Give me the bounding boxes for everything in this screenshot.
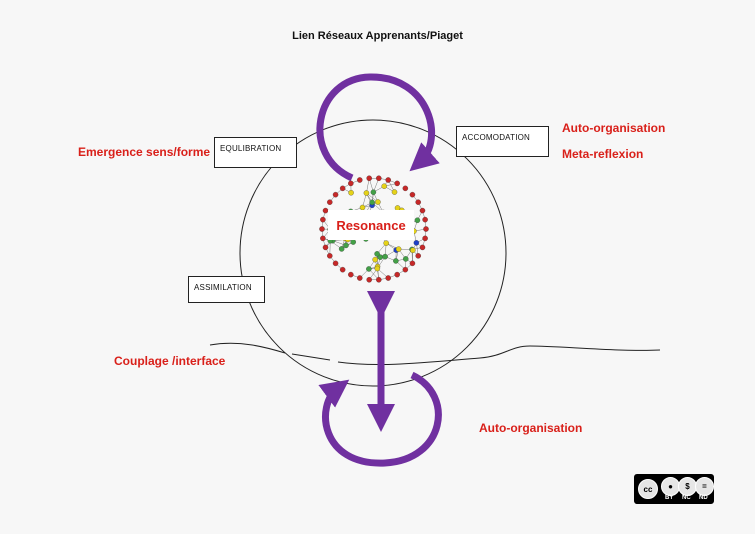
network-node [370,189,377,195]
bottom-feedback-loop [318,371,442,467]
meta-reflexion-label: Meta-reflexion [562,147,644,161]
network-node [357,177,363,183]
network-node [366,266,372,272]
network-node [383,240,389,246]
network-node [339,185,346,192]
network-node [348,271,354,278]
network-node [375,199,381,205]
network-node [414,217,421,224]
network-node [409,191,416,198]
network-node [372,256,378,263]
network-node [339,266,346,273]
network-node [348,189,354,196]
network-node [366,175,372,182]
network-node [363,190,370,196]
network-node [413,240,420,246]
cc-license-badge: cc ● $ = BY NC ND [634,474,714,504]
network-node [332,260,339,267]
network-node [419,207,426,214]
network-node [376,175,382,182]
auto-organisation-label-bottom: Auto-organisation [479,421,583,435]
network-node [319,226,325,232]
assimilation-box: ASSIMILATION [188,276,265,303]
network-node [322,244,329,251]
network-node [409,260,416,267]
network-node [350,239,356,245]
noncommercial-icon: $ [678,477,697,496]
top-feedback-loop [316,73,440,182]
network-node [357,275,363,281]
network-node [402,185,409,192]
network-node [419,244,426,251]
diagram-title: Lien Réseaux Apprenants/Piaget [292,30,463,42]
network-node [415,253,421,259]
network-node [348,180,354,187]
network-node [320,235,326,242]
network-node [320,216,326,223]
network-node [369,199,375,206]
network-node [374,265,381,272]
network-node [394,180,400,187]
emergence-label: Emergence sens/forme [78,145,211,159]
network-node [338,246,345,252]
coupling-line [209,342,286,354]
network-node [393,258,399,264]
network-node [402,256,409,262]
network-node [343,242,349,249]
network-node [423,226,429,232]
network-node [395,246,402,252]
network-node [332,191,339,198]
network-node [381,183,387,189]
network-node [410,247,416,253]
license-term-nc: NC [682,495,691,501]
network-node [382,253,388,260]
network-node [366,276,372,283]
accomodation-box: ACCOMODATION [456,126,549,157]
network-node [422,216,428,223]
network-node [402,266,409,273]
network-node [385,275,391,281]
network-node [391,189,398,195]
network-node [327,253,333,259]
network-node [415,199,421,205]
equilibration-box: EQULIBRATION [214,137,297,168]
auto-organisation-label-top: Auto-organisation [562,121,666,135]
creative-commons-icon: cc [638,479,658,499]
license-term-by: BY [665,495,674,501]
network-node [377,254,384,260]
network-node [385,177,391,183]
couplage-label: Couplage /interface [114,354,226,368]
coupling-line-dash-1 [291,353,331,361]
network-node [422,235,428,242]
network-node [394,271,400,278]
coupling-line-dash-2 [337,345,661,366]
noderivs-icon: = [695,477,714,496]
network-node [327,199,333,205]
network-node [376,276,382,283]
network-node [374,251,380,257]
resonance-label: Resonance [328,210,414,240]
license-term-nd: ND [699,495,708,501]
